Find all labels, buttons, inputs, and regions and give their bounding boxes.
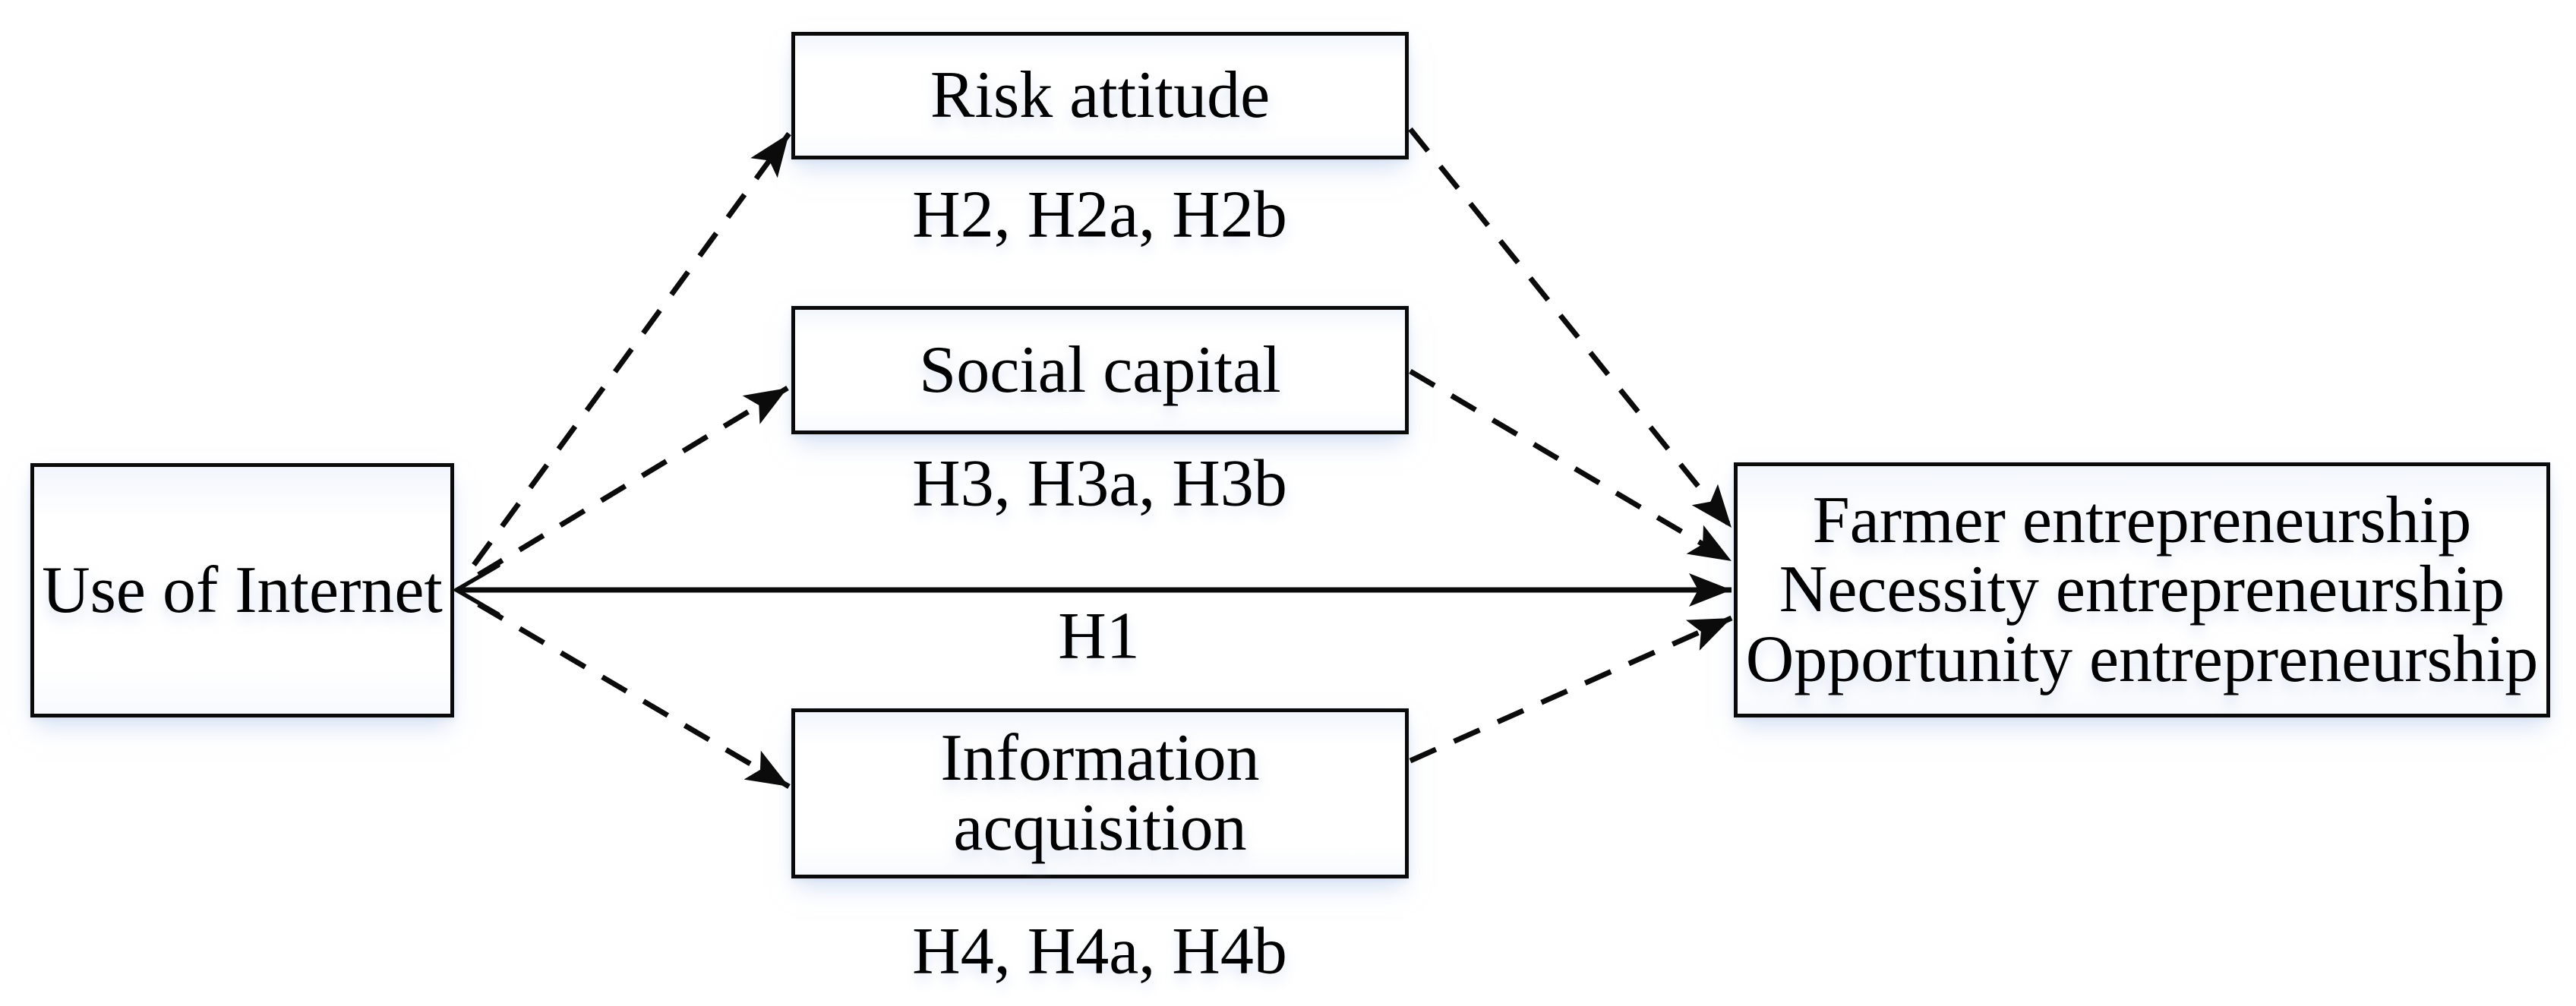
node-social-capital: Social capital: [791, 306, 1409, 434]
hypothesis-label-h1: H1: [1058, 599, 1140, 673]
arrow-use-to-information-acquisition: [477, 601, 791, 790]
hypothesis-label-h2: H2, H2a, H2b: [912, 178, 1287, 252]
node-use-of-internet-label: Use of Internet: [42, 553, 443, 627]
arrow-use-to-risk-attitude: [472, 131, 791, 567]
node-information-acquisition: Information acquisition: [791, 708, 1409, 878]
node-information-acquisition-label: Information acquisition: [940, 721, 1260, 865]
node-farmer-entrepreneurship: Farmer entrepreneurship Necessity entrep…: [1734, 462, 2550, 717]
arrow-risk-attitude-to-farmer: [1408, 127, 1734, 530]
node-risk-attitude-label: Risk attitude: [930, 58, 1271, 133]
hypothesis-label-h4: H4, H4a, H4b: [912, 914, 1287, 989]
arrow-information-acquisition-to-farmer: [1409, 615, 1733, 764]
node-risk-attitude: Risk attitude: [791, 32, 1409, 159]
farmer-line-1: Farmer entrepreneurship: [1812, 483, 2472, 557]
farmer-line-2: Necessity entrepreneurship: [1779, 553, 2505, 627]
arrow-h1-open-arrowhead: [452, 563, 500, 617]
hypothesis-label-h3: H3, H3a, H3b: [912, 446, 1287, 521]
node-farmer-entrepreneurship-label: Farmer entrepreneurship Necessity entrep…: [1746, 486, 2539, 695]
farmer-line-3: Opportunity entrepreneurship: [1745, 622, 2539, 696]
arrow-use-to-social-capital: [477, 386, 789, 577]
node-social-capital-label: Social capital: [919, 333, 1281, 407]
node-use-of-internet: Use of Internet: [30, 463, 454, 717]
arrow-social-capital-to-farmer: [1409, 368, 1733, 564]
